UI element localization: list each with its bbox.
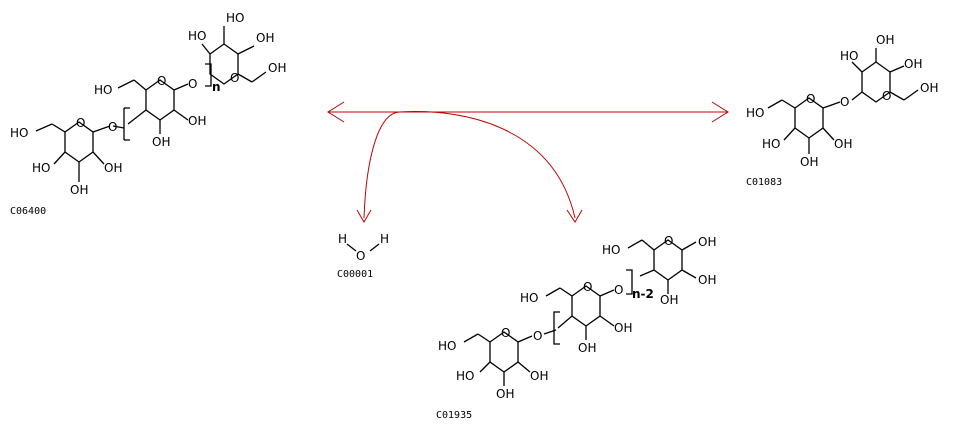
ring-oxygen-label: O — [583, 280, 592, 294]
hydroxyl-label: OH — [256, 31, 274, 45]
hydroxyl-label: HO — [762, 137, 780, 151]
hydroxyl-label: OH — [496, 387, 514, 401]
hydroxyl-label: OH — [698, 273, 716, 287]
ring-c01935-a: O HO HO OH OH O — [438, 326, 557, 401]
ring-oxygen-label: O — [501, 326, 510, 340]
compound-id-label: C01935 — [436, 410, 472, 421]
hydroxyl-label: OH — [834, 137, 852, 151]
compound-c01083: O HO HO OH OH O O HO OH OH OH C01083 — [746, 33, 938, 188]
hydroxyl-label: OH — [188, 114, 206, 128]
hydroxyl-label: OH — [530, 369, 548, 383]
ring-oxygen-label: O — [230, 71, 239, 85]
hydroxyl-label: HO — [602, 243, 620, 257]
repeat-subscript: n-2 — [632, 287, 654, 301]
hydroxyl-label: OH — [904, 57, 922, 71]
hydroxyl-label: HO — [456, 369, 474, 383]
compound-c00001: H O H C00001 — [337, 232, 389, 280]
ring-oxygen-label: O — [76, 116, 85, 130]
right-arrowhead — [711, 101, 729, 123]
hydroxyl-label: OH — [614, 321, 632, 335]
hydroxyl-label: HO — [10, 126, 28, 140]
water-arrowhead — [356, 209, 372, 223]
hydroxyl-label: HO — [746, 106, 764, 120]
glycosidic-oxygen-label: O — [840, 95, 849, 109]
ring-c01935-b: O HO OH OH O n-2 — [520, 269, 654, 355]
glycosidic-oxygen-label: O — [108, 120, 117, 134]
glycosidic-oxygen-label: O — [188, 77, 197, 91]
compound-id-label: C00001 — [337, 269, 373, 280]
hydroxyl-label: OH — [920, 81, 938, 95]
hydroxyl-label: HO — [188, 29, 206, 43]
hydroxyl-label: HO — [438, 339, 456, 353]
ring-oxygen-label: O — [157, 74, 166, 88]
glycosidic-oxygen-label: O — [533, 329, 542, 343]
hydroxyl-label: HO — [32, 161, 50, 175]
ring-c01083-b: O HO OH OH OH — [840, 33, 938, 103]
hydroxyl-label: OH — [578, 341, 596, 355]
branch-to-water — [363, 111, 401, 219]
hydroxyl-label: OH — [70, 183, 88, 197]
hydroxyl-label: HO — [94, 83, 112, 97]
c01935-arrowhead — [566, 209, 583, 223]
ring-c06400-a: O HO HO OH OH O — [10, 116, 125, 197]
hydrogen-label: H — [380, 232, 389, 246]
compound-c06400: O HO HO OH OH O O HO OH OH O n — [10, 11, 286, 217]
branch-to-c01935 — [399, 111, 576, 219]
hydroxyl-label: OH — [104, 161, 122, 175]
hydroxyl-label: OH — [698, 235, 716, 249]
ring-oxygen-label: O — [664, 234, 673, 248]
hydroxyl-label: HO — [520, 291, 538, 305]
hydrogen-label: H — [338, 232, 347, 246]
reaction-arrows — [327, 101, 729, 223]
compound-c01935: O HO HO OH OH O O HO OH OH O n-2 — [436, 234, 716, 421]
hydroxyl-label: OH — [660, 293, 678, 307]
compound-id-label: C06400 — [10, 206, 46, 217]
compound-id-label: C01083 — [746, 177, 782, 188]
ring-oxygen-label: O — [806, 92, 815, 106]
ring-c06400-c: O HO HO OH OH — [188, 11, 286, 85]
left-arrowhead — [327, 101, 345, 123]
hydroxyl-label: OH — [800, 155, 818, 169]
hydroxyl-label: OH — [152, 135, 170, 149]
glycosidic-oxygen-label: O — [614, 283, 623, 297]
repeat-subscript: n — [212, 80, 221, 94]
water-oxygen-label: O — [356, 249, 365, 263]
ring-oxygen-label: O — [882, 89, 891, 103]
ring-c01083-a: O HO HO OH OH O — [746, 92, 852, 169]
hydroxyl-label: OH — [876, 33, 894, 47]
hydroxyl-label: OH — [268, 61, 286, 75]
ring-c06400-b: O HO OH OH O n — [94, 63, 221, 149]
hydroxyl-label: HO — [840, 49, 858, 63]
ring-c01935-c: O HO OH OH OH — [602, 234, 716, 307]
hydroxyl-label: HO — [226, 11, 244, 25]
